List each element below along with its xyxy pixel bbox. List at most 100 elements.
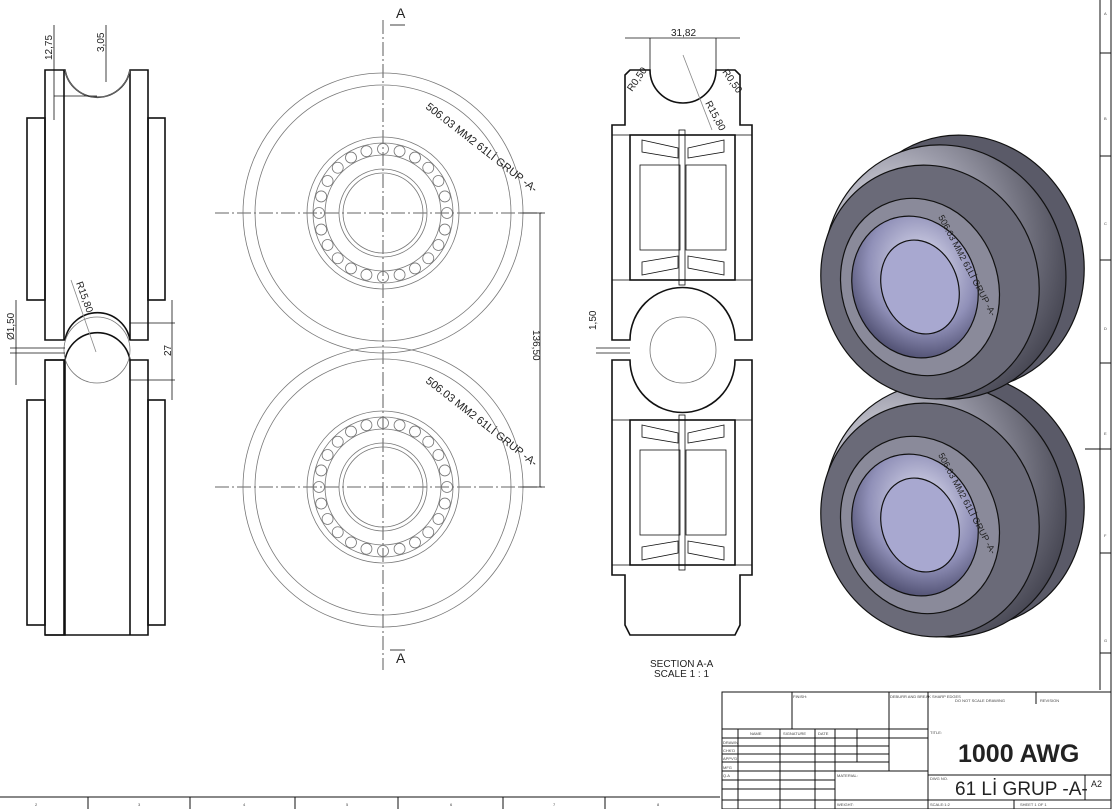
column-label: 5 [346,802,349,807]
bearing-roller [377,417,389,429]
bearing-roller [345,536,357,549]
bearing-roller [393,268,406,281]
bearing-roller [409,262,421,275]
bearing-roller [331,161,344,174]
bearing-roller [393,542,406,555]
row-label: F [1104,533,1107,538]
bearing-roller [345,151,357,164]
row-qa: Q.A [723,773,730,778]
section-view: 31,82 R0,50 R0,50 R15,80 1,50 SECTION A-… [588,28,753,680]
sheet-label: SHEET 1 OF 1 [1020,802,1047,807]
bearing-roller [313,481,325,493]
bearing-roller [321,449,334,461]
dim-31-82: 31,82 [671,28,696,39]
bearing-roller [331,526,344,539]
name-header: NAME [750,731,762,736]
scale-label: SCALE:1:2 [930,802,951,807]
drawing-number: 61 Lİ GRUP -A- [955,779,1088,800]
row-label: D [1104,326,1107,331]
bearing-roller [438,190,451,203]
column-label: 4 [243,802,246,807]
bearing-roller [441,207,453,219]
do-not-scale-label: DO NOT SCALE DRAWING [955,698,1005,703]
bearing-roller [438,464,451,477]
dim-r15-80: R15,80 [73,280,95,314]
date-header: DATE [818,731,829,736]
section-marker-bottom: A [396,650,406,666]
dim-1-50-section: 1,50 [588,310,599,330]
bearing-roller [409,536,421,549]
side-view: 12,75 3,05 Ø1,50 27 R15,80 [6,25,175,636]
bearing-roller [315,497,328,510]
bearing-roller [321,513,334,525]
row-label: E [1104,431,1107,436]
bearing-roller [377,271,389,283]
bearing-roller [331,252,344,265]
drawing-title: 1000 AWG [958,740,1079,768]
bearing-roller [432,239,445,251]
bearing-roller [315,190,328,203]
dim-27: 27 [163,344,174,356]
finish-label: FINISH: [793,694,807,699]
bearing-roller [432,449,445,461]
column-label: 3 [138,802,141,807]
row-drawn: DRAWN [723,740,738,745]
bearing-roller [409,151,421,164]
revision-label: REVISION [1040,698,1059,703]
row-label: C [1104,221,1107,226]
dwg-no-label: DWG NO. [930,776,948,781]
row-label: B [1104,116,1107,121]
column-label: 2 [35,802,38,807]
dim-r15-80-section: R15,80 [702,99,727,133]
bearing-roller [360,542,373,555]
title-block: FINISH: DEBURR AND BREAK SHARP EDGES DO … [721,691,1112,809]
bearing-roller [313,207,325,219]
bearing-roller [422,252,435,265]
signature-header: SIGNATURE [783,731,806,736]
isometric-view: 506.03 MM2 61Lİ GRUP -A- 506.03 MM2 61Lİ… [820,134,1085,638]
row-mfg: MFG [723,765,732,770]
bearing-roller [331,435,344,448]
column-label: 6 [450,802,453,807]
sheet-size: A2 [1091,779,1102,789]
bearing-roller [393,419,406,432]
title-label: TITLE: [930,730,942,735]
bearing-roller [360,268,373,281]
bearing-roller [422,161,435,174]
column-label: 7 [553,802,556,807]
bearing-roller [360,145,373,158]
bearing-roller [377,545,389,557]
weight-label: WEIGHT: [837,802,854,807]
row-checked: CHK'D [723,748,735,753]
bearing-roller [321,175,334,187]
dim-dia-1-50: Ø1,50 [6,312,17,340]
bearing-roller [345,262,357,275]
bearing-roller [393,145,406,158]
row-label: A [1104,11,1107,16]
bearing-roller [377,143,389,155]
bearing-roller [438,497,451,510]
row-approved: APPV'D [723,756,737,761]
deburr-label: DEBURR AND BREAK SHARP EDGES [890,694,961,699]
dim-r0-50-left: R0,50 [625,65,650,94]
bearing-roller [345,425,357,438]
material-label: MATERIAL: [837,773,858,778]
bearing-roller [409,425,421,438]
bearing-roller [315,223,328,236]
bearing-roller [321,239,334,251]
bearing-roller [360,419,373,432]
wheel-bottom: 506.03 MM2 61Lİ GRUP -A- [820,372,1085,638]
bearing-roller [441,481,453,493]
dim-3-05: 3,05 [96,32,107,52]
row-label: G [1104,638,1107,643]
dim-12-75: 12,75 [44,35,55,60]
bearing-roller [315,464,328,477]
bearing-roller [422,526,435,539]
bearing-roller [432,513,445,525]
column-label: 8 [657,802,660,807]
section-scale: SCALE 1 : 1 [654,669,709,680]
front-view: A A 136,50 506.03 MM2 61Lİ GRUP -A- 506.… [215,5,545,670]
engraving-text-bottom: 506.03 MM2 61Lİ GRUP -A- [423,374,540,469]
